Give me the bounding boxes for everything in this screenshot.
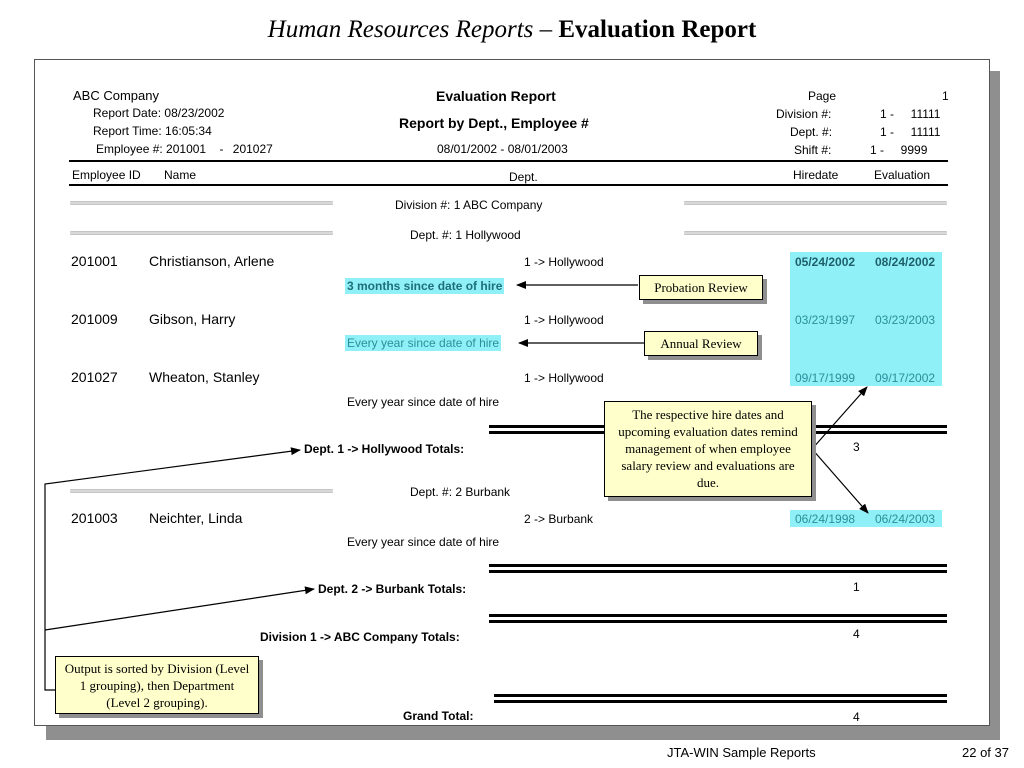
- slide-title: Human Resources Reports – Evaluation Rep…: [0, 16, 1024, 44]
- group-bar-left: [70, 231, 333, 235]
- footer-page-number: 22 of 37: [962, 745, 1009, 760]
- row-employee-id: 201027: [71, 369, 118, 385]
- totals-rule: [489, 564, 947, 573]
- row-dept: 1 -> Hollywood: [524, 255, 604, 269]
- col-hiredate: Hiredate: [793, 168, 839, 182]
- hiredate-arrow-down: [811, 448, 869, 514]
- date-highlight: [790, 252, 942, 386]
- row-evaluation: 06/24/2003: [875, 512, 936, 526]
- row-evaluation: 09/17/2002: [875, 371, 936, 385]
- group-bar-left: [70, 201, 333, 205]
- dept1-totals-label: Dept. 1 -> Hollywood Totals:: [304, 442, 465, 456]
- date-highlight: [790, 510, 942, 527]
- dept1-totals-value: 3: [853, 440, 860, 454]
- row-dept: 1 -> Hollywood: [524, 313, 604, 327]
- row-employee-id: 201001: [71, 253, 118, 269]
- sorting-arrow-lower: [44, 586, 315, 631]
- dept-value: 1 - 11111: [880, 125, 941, 139]
- shift-value: 1 - 9999: [870, 143, 928, 157]
- employee-range-sep: -: [219, 142, 224, 156]
- grand-total-label: Grand Total:: [403, 709, 474, 723]
- hire-dates-callout: The respective hire dates and upcoming e…: [604, 401, 812, 497]
- col-employee-id: Employee ID: [72, 168, 141, 182]
- company-name: ABC Company: [73, 88, 159, 103]
- col-name: Name: [164, 168, 197, 182]
- row-dept: 2 -> Burbank: [524, 512, 594, 526]
- shift-label: Shift #:: [794, 143, 832, 157]
- col-dept: Dept.: [509, 170, 538, 184]
- report-time-label: Report Time:: [93, 124, 162, 138]
- totals-rule: [489, 614, 947, 623]
- row-review-rule: Every year since date of hire: [347, 395, 500, 409]
- slide-title-italic: Human Resources Reports –: [267, 16, 553, 43]
- row-review-rule: 3 months since date of hire: [345, 278, 505, 294]
- group-bar-right: [684, 201, 947, 205]
- dept2-totals-label: Dept. 2 -> Burbank Totals:: [318, 582, 467, 596]
- row-review-rule: Every year since date of hire: [347, 535, 500, 549]
- row-hiredate: 09/17/1999: [795, 371, 856, 385]
- division-totals-label: Division 1 -> ABC Company Totals:: [260, 630, 460, 644]
- row-employee-id: 201009: [71, 311, 118, 327]
- sorting-arrow-upper: [44, 447, 301, 691]
- dept1-group-header: Dept. #: 1 Hollywood: [410, 228, 521, 242]
- employee-range: Employee #: 201001 - 201027: [96, 142, 273, 156]
- header-rule-top: [69, 160, 948, 162]
- report-time-value: 16:05:34: [165, 124, 212, 138]
- report-date-label: Report Date:: [93, 106, 162, 120]
- header-rule-bottom: [69, 184, 948, 186]
- row-name: Wheaton, Stanley: [149, 369, 260, 385]
- row-name: Gibson, Harry: [149, 311, 236, 327]
- employee-range-to: 201027: [232, 142, 273, 156]
- annual-callout: Annual Review: [644, 331, 758, 356]
- page-value: 1: [942, 89, 949, 103]
- row-review-rule: Every year since date of hire: [345, 335, 502, 351]
- col-evaluation: Evaluation: [874, 168, 931, 182]
- probation-callout: Probation Review: [639, 275, 763, 300]
- row-hiredate: 05/24/2002: [795, 255, 856, 269]
- dept2-totals-value: 1: [853, 580, 860, 594]
- employee-range-from: 201001: [166, 142, 207, 156]
- row-name: Neichter, Linda: [149, 510, 243, 526]
- report-date: Report Date: 08/23/2002: [93, 106, 224, 120]
- footer-text: JTA-WIN Sample Reports: [667, 745, 816, 760]
- page-label: Page: [808, 89, 837, 103]
- row-evaluation: 03/23/2003: [875, 313, 936, 327]
- sorting-callout: Output is sorted by Division (Level 1 gr…: [55, 656, 259, 714]
- report-date-value: 08/23/2002: [164, 106, 225, 120]
- row-hiredate: 03/23/1997: [795, 313, 856, 327]
- group-bar-left: [70, 489, 333, 493]
- slide-title-bold: Evaluation Report: [558, 16, 757, 43]
- report-title: Evaluation Report: [436, 88, 556, 104]
- group-bar-right: [684, 231, 947, 235]
- row-evaluation: 08/24/2002: [875, 255, 936, 269]
- division-label: Division #:: [776, 107, 832, 121]
- row-hiredate: 06/24/1998: [795, 512, 856, 526]
- division-totals-value: 4: [853, 627, 860, 641]
- report-date-range: 08/01/2002 - 08/01/2003: [437, 142, 568, 156]
- dept2-group-header: Dept. #: 2 Burbank: [410, 485, 511, 499]
- grand-total-rule: [494, 694, 947, 703]
- division-value: 1 - 11111: [880, 107, 941, 121]
- row-name: Christianson, Arlene: [149, 253, 275, 269]
- row-employee-id: 201003: [71, 510, 118, 526]
- employee-range-label: Employee #:: [96, 142, 163, 156]
- report-time: Report Time: 16:05:34: [93, 124, 212, 138]
- grand-total-value: 4: [853, 710, 860, 724]
- division-group-header: Division #: 1 ABC Company: [395, 198, 543, 212]
- report-subtitle: Report by Dept., Employee #: [399, 115, 589, 131]
- dept-label: Dept. #:: [790, 125, 833, 139]
- row-dept: 1 -> Hollywood: [524, 371, 604, 385]
- hiredate-arrow-up: [811, 386, 868, 450]
